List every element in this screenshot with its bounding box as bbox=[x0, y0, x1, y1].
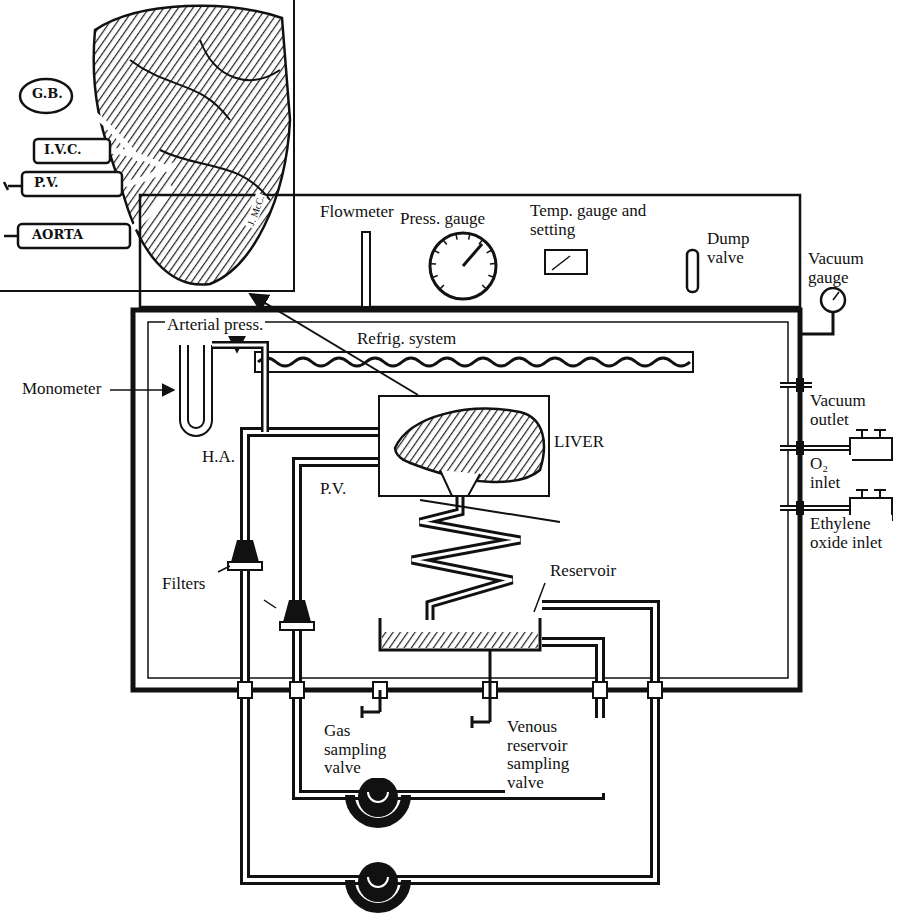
label-text: AORTA bbox=[32, 228, 83, 242]
label-text: P.V. bbox=[34, 176, 59, 190]
tubing bbox=[212, 345, 662, 908]
drawing-stroke bbox=[796, 378, 804, 392]
liver-chamber bbox=[380, 409, 560, 650]
drawing-stroke bbox=[245, 432, 655, 880]
label-text: Refrig. system bbox=[355, 330, 458, 349]
label-text: P.V. bbox=[318, 480, 348, 499]
liver-box: LIVER bbox=[378, 395, 550, 497]
drawing-stroke bbox=[110, 389, 174, 391]
drawing-stroke bbox=[431, 263, 436, 265]
drawing-stroke bbox=[420, 500, 560, 522]
drawing-stroke bbox=[469, 235, 470, 240]
drawing-stroke bbox=[180, 345, 212, 436]
label-text: Gas sampling valve bbox=[322, 722, 406, 778]
drawing-stroke bbox=[796, 501, 804, 515]
drawing-stroke bbox=[60, 95, 175, 236]
drawing-stroke bbox=[463, 244, 482, 266]
drawing-stroke bbox=[552, 256, 570, 270]
drawing-stroke bbox=[433, 275, 438, 277]
drawing-stroke bbox=[238, 682, 662, 698]
drawing-stroke bbox=[440, 285, 444, 289]
drawing-stroke bbox=[22, 172, 122, 196]
drawing-stroke bbox=[283, 600, 311, 622]
drawing-stroke bbox=[687, 250, 698, 292]
drawing-stroke bbox=[487, 250, 491, 252]
drawing-stroke bbox=[412, 496, 520, 620]
label-text: I.V.C. bbox=[44, 143, 82, 157]
drawing-stroke bbox=[472, 650, 490, 728]
drawing-stroke bbox=[456, 235, 457, 240]
drawing-stroke bbox=[238, 682, 252, 698]
chamber bbox=[110, 310, 892, 690]
label-text: O₂ inlet bbox=[808, 455, 852, 492]
drawing-stroke bbox=[430, 233, 496, 299]
drawing-stroke bbox=[258, 358, 690, 366]
drawing-stroke bbox=[382, 632, 538, 648]
drawing-stroke bbox=[368, 877, 388, 887]
label-text: Vacuum gauge bbox=[806, 250, 890, 287]
drawing-stroke bbox=[395, 409, 544, 482]
drawing-stroke bbox=[4, 182, 22, 236]
drawing-stroke bbox=[358, 862, 398, 902]
label-text: LIVER bbox=[554, 433, 604, 452]
drawing-stroke bbox=[440, 470, 480, 496]
drawing-stroke bbox=[218, 566, 230, 572]
drawing-stroke bbox=[212, 345, 265, 432]
drawing-stroke bbox=[833, 292, 839, 300]
drawing-stroke bbox=[245, 432, 655, 880]
drawing-stroke bbox=[231, 540, 259, 562]
label-text: G.B. bbox=[32, 87, 63, 101]
drawing-stroke bbox=[380, 618, 540, 650]
gauge-ticks bbox=[431, 235, 495, 289]
drawing-stroke bbox=[856, 430, 886, 498]
drawing-stroke bbox=[850, 438, 892, 460]
drawing-stroke bbox=[20, 79, 72, 113]
drawing-stroke bbox=[34, 139, 110, 163]
drawing-stroke bbox=[796, 441, 804, 455]
drawing-stroke bbox=[435, 251, 439, 253]
drawing-stroke bbox=[362, 690, 380, 718]
drawing-stroke bbox=[255, 352, 693, 372]
drawing-stroke bbox=[368, 792, 388, 802]
drawing-stroke bbox=[800, 312, 833, 334]
drawing-stroke bbox=[648, 682, 662, 698]
drawing-stroke bbox=[228, 562, 262, 570]
label-text: Temp. gauge and setting bbox=[528, 202, 650, 239]
drawing-stroke bbox=[290, 682, 304, 698]
label-text: Filters bbox=[160, 575, 207, 594]
drawing-stroke bbox=[534, 583, 545, 612]
drawing-stroke bbox=[212, 345, 265, 432]
label-text: Ethylene oxide inlet bbox=[808, 515, 892, 552]
drawing-stroke bbox=[264, 600, 276, 608]
control-panel bbox=[140, 195, 845, 334]
label-text: H.A. bbox=[200, 448, 237, 467]
label-text: Arterial press. bbox=[165, 316, 265, 335]
drawing-stroke bbox=[362, 232, 370, 307]
label-text: Monometer bbox=[20, 380, 103, 399]
drawing-stroke bbox=[545, 250, 587, 274]
drawing-stroke bbox=[490, 263, 495, 265]
drawing-stroke bbox=[133, 310, 800, 690]
inset-panel: G.B. I.V.C. P.V. AORTA bbox=[0, 0, 295, 292]
drawing-stroke bbox=[280, 622, 314, 630]
drawing-stroke bbox=[593, 682, 607, 698]
drawing-stroke bbox=[358, 777, 398, 817]
label-text: Dump valve bbox=[705, 230, 771, 267]
label-text: Flowmeter bbox=[318, 203, 396, 222]
drawing-stroke bbox=[488, 275, 493, 277]
drawing-stroke bbox=[821, 288, 845, 312]
label-text: Vacuum outlet bbox=[808, 392, 887, 429]
drawing-stroke bbox=[412, 496, 520, 620]
label-text: Press. gauge bbox=[398, 210, 487, 229]
label-text: Reservoir bbox=[548, 562, 618, 581]
label-text: Venous reservoir sampling valve bbox=[505, 718, 609, 793]
drawing-stroke bbox=[18, 224, 130, 248]
inset-liver bbox=[4, 6, 290, 285]
drawing-stroke bbox=[444, 240, 447, 244]
drawing-stroke bbox=[482, 285, 486, 289]
